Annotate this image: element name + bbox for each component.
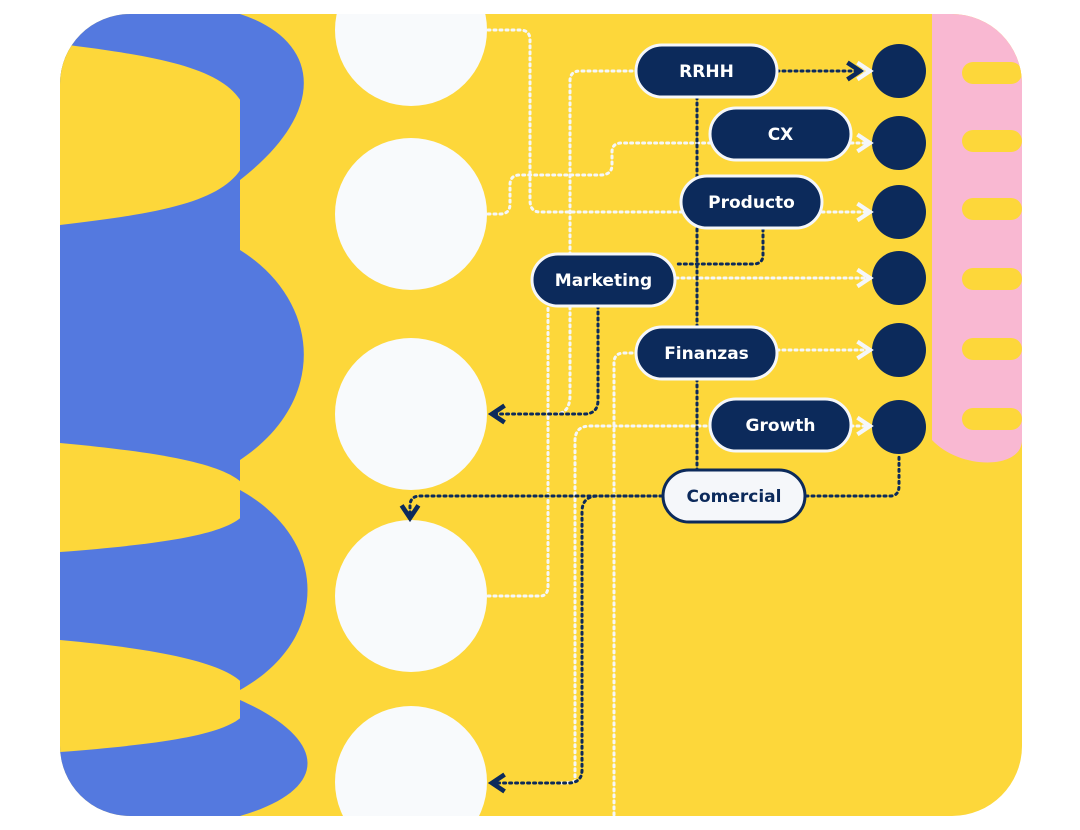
node-producto[interactable]: Producto xyxy=(679,174,824,230)
node-label: Finanzas xyxy=(664,344,749,364)
node-label: Producto xyxy=(708,193,795,213)
connector-line xyxy=(674,227,765,266)
connector-line xyxy=(804,453,901,498)
connector-line xyxy=(486,141,714,216)
connector-line xyxy=(399,494,664,523)
target-circles xyxy=(335,14,487,816)
endpoint-dot xyxy=(872,44,926,98)
node-label: Growth xyxy=(746,416,816,436)
node-rrhh[interactable]: RRHH xyxy=(634,43,779,99)
connector-line xyxy=(487,304,600,425)
target-circle xyxy=(335,520,487,672)
node-label: CX xyxy=(768,125,794,145)
node-comercial[interactable]: Comercial xyxy=(661,468,807,524)
target-circle xyxy=(335,706,487,816)
target-circle xyxy=(335,138,487,290)
endpoint-dot xyxy=(872,400,926,454)
connector-line xyxy=(612,351,640,816)
node-finanzas[interactable]: Finanzas xyxy=(634,325,779,381)
node-label: Marketing xyxy=(555,271,652,291)
endpoint-dot xyxy=(872,116,926,170)
node-marketing[interactable]: Marketing xyxy=(530,252,677,308)
node-label: RRHH xyxy=(679,62,734,82)
node-label: Comercial xyxy=(687,487,782,507)
connector-line xyxy=(486,303,550,598)
connector-line xyxy=(487,494,664,794)
node-growth[interactable]: Growth xyxy=(708,397,853,453)
connector-line xyxy=(553,69,640,416)
connector-line xyxy=(486,28,684,214)
blue-wave-band xyxy=(60,14,320,816)
endpoint-dot xyxy=(872,323,926,377)
endpoint-dots xyxy=(872,44,926,454)
target-circle xyxy=(335,338,487,490)
target-circle xyxy=(335,14,487,106)
pink-wave-band xyxy=(932,14,1022,464)
endpoint-dot xyxy=(872,185,926,239)
node-cx[interactable]: CX xyxy=(708,106,853,162)
endpoint-dot xyxy=(872,251,926,305)
navy-connectors xyxy=(399,60,901,794)
